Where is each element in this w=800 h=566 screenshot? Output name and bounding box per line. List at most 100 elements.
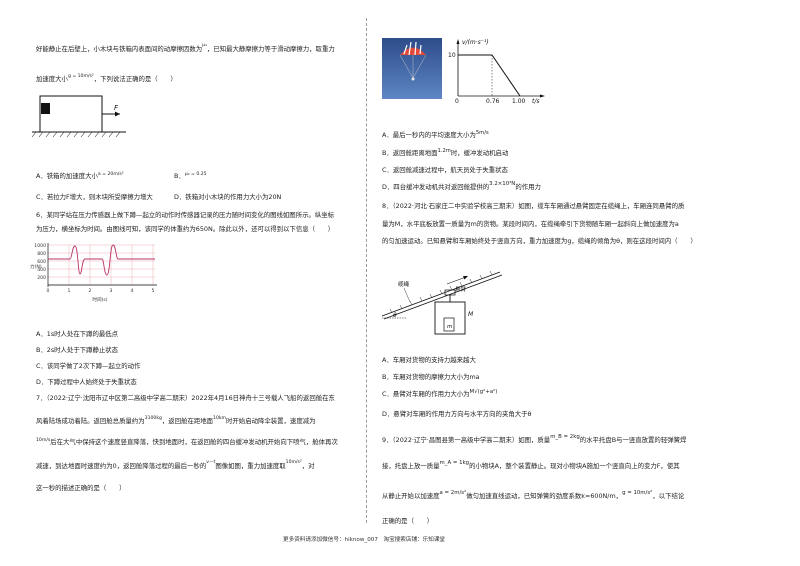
q6-option-d: D．下蹲过程中人始终处于失重状态 [36,378,137,386]
text: B．返回舱距离地面 [382,149,438,157]
formula-mA: m_A = 1kg [439,460,470,466]
x-tick-label: 4 [131,288,134,294]
q5-line1: 好能静止在后壁上，小木块与铁箱内表面间的动摩擦因数为μ₁，已知最大静摩擦力等于滑… [36,43,335,54]
text: ，下列说法正确的是（ ） [93,75,177,83]
text: D．四台缓冲发动机共对返回舱提供的 [382,183,490,191]
y-tick-label: 800 [37,251,46,257]
x-tick-100: 1.00 [512,98,526,105]
q9-line4: 正确的是（ ） [382,517,434,525]
cargo-box [443,317,455,332]
q6-option-a: A．1s时人处在下蹲的最低点 [36,330,119,338]
x-tick-label: 0 [47,288,50,294]
y-tick-labels: 1000 800 600 400 200 [34,243,46,281]
formula-distance: 10km [213,416,227,421]
iron-box-figure: F [31,95,126,138]
x-tick-label: 2 [89,288,92,294]
formula-speed: 10m/s [36,438,51,443]
sky-background [382,38,442,99]
text: ，已知最大静摩擦力等于滑动摩擦力，取重力 [206,45,335,53]
q8-option-c: C．悬臂对车厢的作用力大小为M√(g²+a²) [382,389,498,398]
formula-g: g = 10m/s² [622,490,653,496]
x-tick-076: 0.76 [486,98,500,105]
text: 9．（2022·辽宁·昌图县第一高级中学高二期末）如图，质量 [382,436,551,444]
arrow-head [115,111,120,117]
q8-option-d: D．悬臂对车厢的作用力方向与水平方向的夹角大于θ [382,410,532,418]
line [399,54,414,79]
q7-option-d: D．四台缓冲发动机共对返回舱提供的3.2×10⁴N的作用力 [382,181,541,191]
text: 时，缓冲发动机启动 [450,149,509,157]
q6-line1: 6．某同学站在压力传感器上做下蹲—起立的动作时传感器记录的压力随时间变化的图线如… [36,211,335,219]
q7-option-c: C．返回舱减速过程中，航天员处于失重状态 [382,166,508,174]
formula-g: 10m/s² [285,460,302,465]
q8-line1: 8．（2022·河北·石家庄二中实验学校高三期末）如图，缆车车厢通过悬臂固定在缆… [382,202,685,210]
formula-g: g = 10m/s² [67,74,94,79]
q8-option-a: A．车厢对货物的支持力越来越大 [382,356,476,364]
text: 减速，到达地面时速度约为0，返回舱降落过程的最后一秒的 [36,462,207,470]
formula: 3.2×10⁴N [489,181,516,187]
y-tick-10: 10 [448,52,456,59]
text: 好能静止在后壁上，小木块与铁箱内表面间的动摩擦因数为 [36,45,203,53]
q8-option-b: B．车厢对货物的摩擦力大小为ma [382,373,480,381]
formula-vt: v－t [206,460,216,465]
wood-block [41,103,50,114]
formula: μ₂ = 0.25 [184,172,207,177]
y-tick-label: 400 [37,267,46,273]
text: 加速度大小 [36,75,68,83]
q7-line4: 减速，到达地面时速度约为0，返回舱降落过程的最后一秒的v－t图像如图，重力加速度… [36,460,315,471]
ground-hatching [31,131,121,138]
q7-line3: 10m/s后在大气中保持这个速度竖直降落，快到地面时，在返回舱的四台缓冲发动机开… [36,438,338,447]
text: 接，托盘上放一质量 [382,462,440,470]
total-mass-label: M [468,311,474,318]
page-footer: 更多资料请添加微信号：hiknow_007 淘宝搜索店铺：乐知课堂 [283,537,446,543]
column-divider [366,18,367,523]
q7-option-b: B．返回舱距离地面1.2m时，缓冲发动机启动 [382,148,509,157]
text: 从静止开始以加速度 [382,492,440,500]
q8-line3: 的匀加速运动。已知悬臂和车厢始终处于竖直方向，重力加速度为g，缆绳的倾角为θ，则… [382,237,697,245]
q7-line2: 风着陆场成功着陆。返回舱总质量约为3100kg，返回舱在距地面10km时开始启动… [36,416,316,426]
q6-option-b: B．2s时人处于下蹲静止状态 [36,346,119,354]
line [412,54,427,79]
capsule [411,77,415,81]
text: 的作用力 [515,183,541,191]
text: A．铁箱的加速度大小 [36,172,98,180]
formula: M√(g²+a²) [469,389,498,395]
text: ，对 [301,462,315,470]
y-axis-label: v/(m·s⁻¹) [462,39,489,46]
text: ，返回舱在距地面 [161,417,214,425]
q5-option-d: D．铁箱对小木块的作用力大小为20N [174,193,282,201]
chart-grid [48,244,155,286]
formula-mu1: μ₁ [202,43,207,48]
q5-option-a: A．铁箱的加速度大小a = 20m/s² [36,172,124,181]
text: 时开始启动降伞装置，速度减为 [226,417,316,425]
force-curve [48,244,155,276]
q7-line1: 7．（2022·辽宁·沈阳市辽中区第二高级中学高二期末）2022年4月16日神舟… [36,394,335,402]
force-time-chart: 1000 800 600 400 200 力(N) 0 1 2 3 4 5 时间… [30,243,157,303]
formula-mass: 3100kg [144,416,162,421]
q6-option-c: C．该同学做了2次下蹲—起立的动作 [36,362,141,370]
cargo-mass-label: m [447,324,452,330]
text: B． [174,172,185,180]
x-tick-labels: 0 1 2 3 4 5 [47,288,155,294]
q9-line3: 从静止开始以加速度a = 2m/s²做匀加速直线运动，已知弹簧的劲度系数k=60… [382,490,685,500]
x-tick-label: 3 [110,288,113,294]
formula: a = 20m/s² [97,172,124,177]
q9-line1: 9．（2022·辽宁·昌图县第一高级中学高二期末）如图，质量m_B = 2kg的… [382,434,687,444]
parachute-photo [382,38,442,99]
text: ，以下结论 [652,492,685,500]
arm-label: 悬臂 [455,285,467,293]
cable-rope [381,271,501,317]
text: 做匀加速直线运动，已知弹簧的劲度系数k=600N/m， [466,492,623,500]
x-tick-0: 0 [455,98,459,105]
x-axis-label: t/s [532,98,540,105]
text: A．最后一秒内的平均速度大小为 [382,131,476,139]
cable-car-figure: θ m M 缆绳 悬臂 [381,270,503,335]
text: 的水平托盘B与一竖直放置的轻弹簧焊 [579,436,687,444]
cable-car-cabin [434,301,466,335]
q5-option-c: C．若拉力F增大，则木块所受摩擦力增大 [36,193,153,201]
q8-line2: 量为M，水平底板放置一质量为m的货物。某段时间内，在缆绳牵引下货物随车厢一起斜向… [382,220,679,228]
vt-graph: v/(m·s⁻¹) 10 0 0.76 1.00 t/s [448,39,545,105]
y-tick-label: 600 [37,259,46,265]
angle-theta-label: θ [393,312,397,319]
q5-line2: 加速度大小g = 10m/s²，下列说法正确的是（ ） [36,74,177,84]
x-axis-label: 时间(s) [92,296,107,303]
